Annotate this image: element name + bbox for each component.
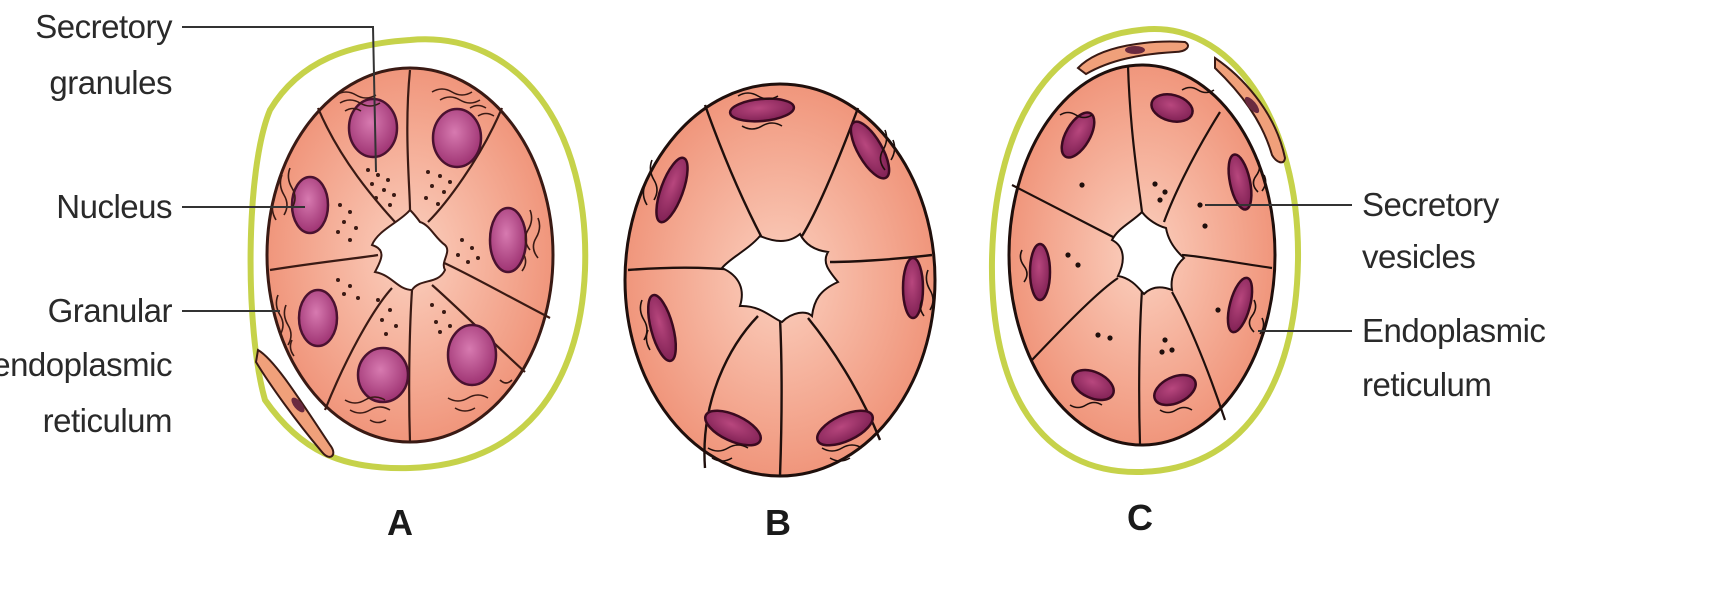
acinus-b [625, 84, 935, 476]
nucleus-c4 [1030, 244, 1050, 300]
label-secretory-vesicles-line2: vesicles [1362, 238, 1475, 275]
panel-b: B [625, 84, 935, 543]
panel-a: A [251, 39, 586, 543]
label-endoplasmic-reticulum: Endoplasmic reticulum [1362, 312, 1545, 403]
label-endoplasmic-reticulum-line2: reticulum [1362, 366, 1491, 403]
panel-label-c: C [1127, 497, 1153, 538]
label-endoplasmic-reticulum-line1: Endoplasmic [1362, 312, 1545, 349]
label-secretory-granules-line2: granules [49, 64, 172, 101]
label-granular-er-line2: endoplasmic [0, 346, 172, 383]
nucleus-a7 [448, 325, 496, 385]
acinus-c [1009, 65, 1275, 445]
label-secretory-granules: Secretory granules [35, 8, 173, 101]
label-secretory-vesicles: Secretory vesicles [1362, 186, 1500, 275]
label-granular-er-line1: Granular [48, 292, 173, 329]
label-nucleus: Nucleus [56, 188, 172, 225]
panel-label-a: A [387, 502, 413, 543]
nucleus-a4 [490, 208, 526, 272]
label-nucleus-line1: Nucleus [56, 188, 172, 225]
nucleus-a2 [433, 109, 481, 167]
panel-c: C [992, 29, 1298, 538]
nucleus-a6 [358, 348, 408, 402]
label-secretory-vesicles-line1: Secretory [1362, 186, 1500, 223]
nucleus-a5 [299, 290, 337, 346]
nucleus-a1 [349, 99, 397, 157]
nucleus-a3 [292, 177, 328, 233]
label-granular-er-line3: reticulum [43, 402, 172, 439]
label-secretory-granules-line1: Secretory [35, 8, 173, 45]
panel-label-b: B [765, 502, 791, 543]
label-granular-er: Granular endoplasmic reticulum [0, 292, 173, 439]
acinus-a [267, 68, 553, 442]
